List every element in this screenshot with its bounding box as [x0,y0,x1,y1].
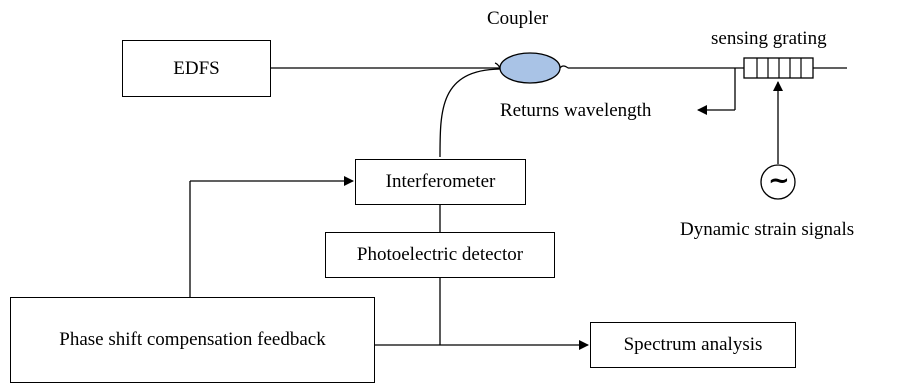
ac-source-circle [760,164,796,200]
fiber-coupler-to-interferometer [439,68,501,158]
edfs-block: EDFS [122,40,271,97]
photodetector-block: Photoelectric detector [325,232,555,278]
coupler-port-right [559,65,569,69]
coupler-label: Coupler [487,8,549,29]
phase-feedback-block: Phase shift compensation feedback [10,297,375,383]
spectrum-label: Spectrum analysis [623,334,763,355]
phase-feedback-label: Phase shift compensation feedback [59,329,326,350]
interferometer-label: Interferometer [385,171,496,192]
coupler-shape [499,52,561,84]
returns-wavelength-label: Returns wavelength [500,100,652,121]
interferometer-block: Interferometer [355,159,526,205]
coupler-port-left [494,62,501,69]
ac-source-symbol: ~ [768,166,790,196]
photodetector-label: Photoelectric detector [356,244,524,265]
edfs-label: EDFS [173,57,220,79]
spectrum-analysis-block: Spectrum analysis [590,322,796,368]
sensing-grating-label: sensing grating [711,28,827,49]
dynamic-strain-label: Dynamic strain signals [680,219,855,240]
